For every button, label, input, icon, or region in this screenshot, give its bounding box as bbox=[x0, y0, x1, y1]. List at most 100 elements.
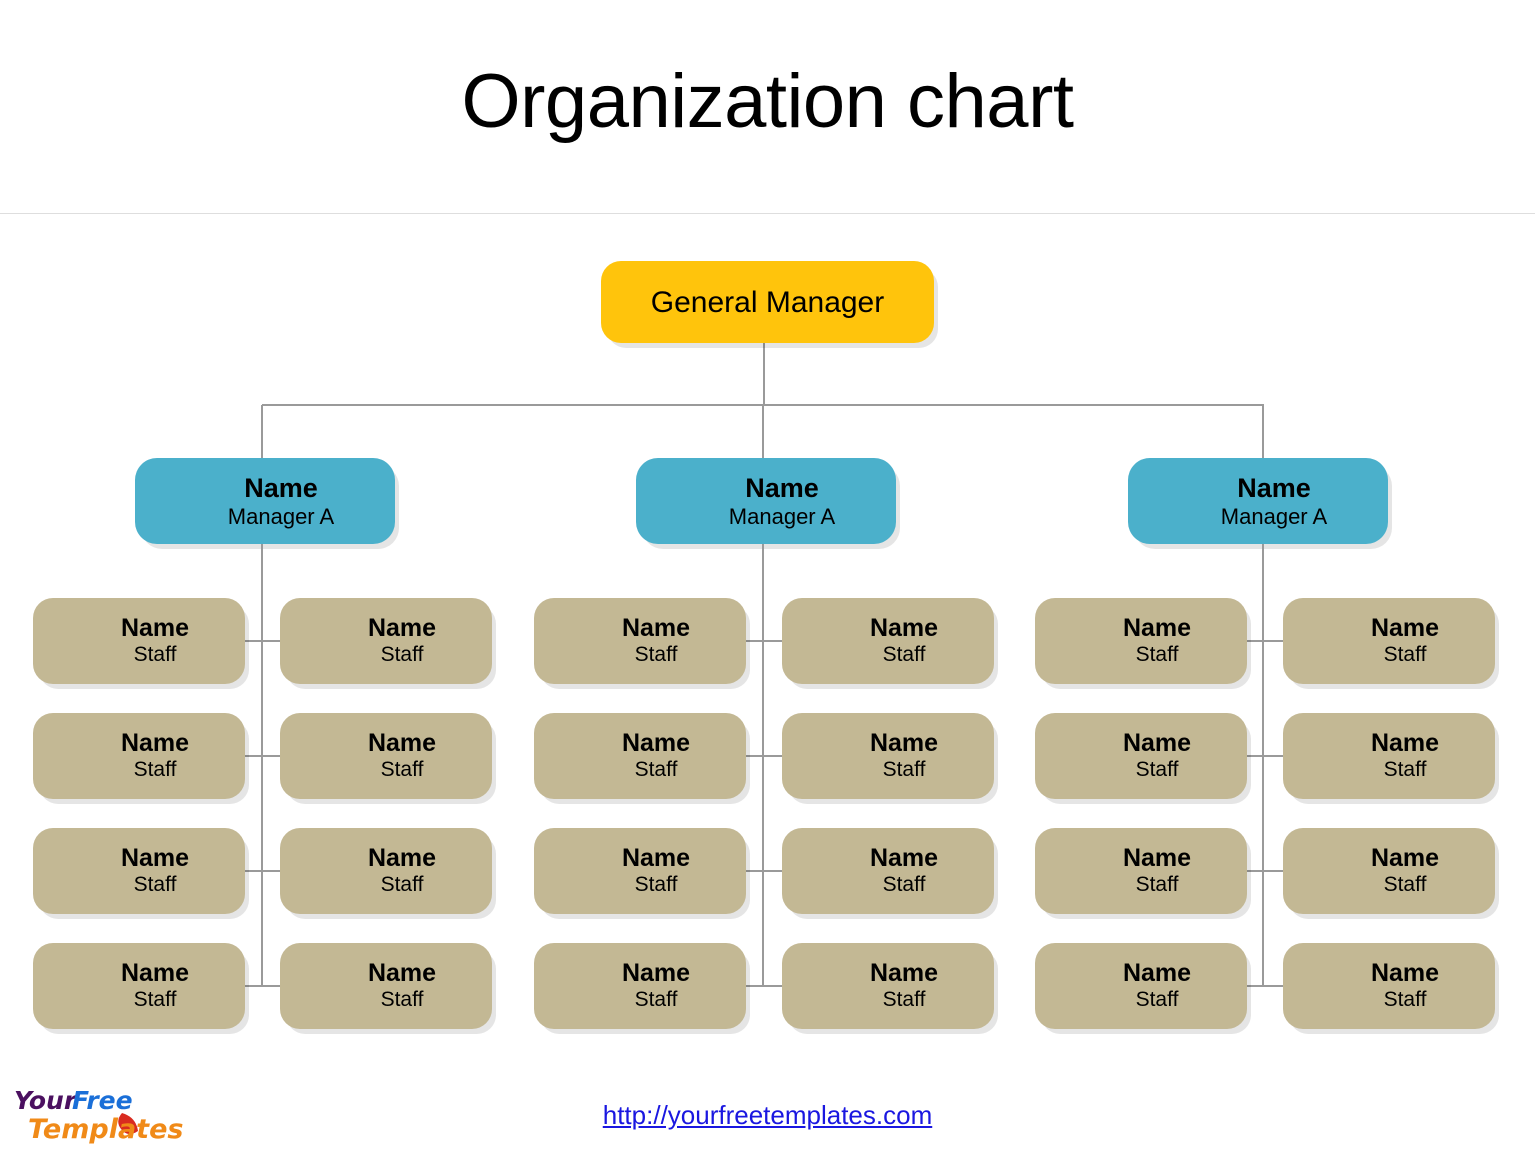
connector-bus-to-manager-1 bbox=[261, 405, 263, 460]
staff-role: Staff bbox=[133, 643, 177, 667]
node-staff-g1-r4-c1[interactable]: Name Staff bbox=[33, 943, 245, 1029]
staff-role: Staff bbox=[133, 758, 177, 782]
node-staff-g2-r3-c2[interactable]: Name Staff bbox=[782, 828, 994, 914]
node-staff-g2-r4-c2[interactable]: Name Staff bbox=[782, 943, 994, 1029]
staff-role: Staff bbox=[133, 873, 177, 897]
logo-word-your: Your bbox=[14, 1086, 78, 1115]
node-general-manager[interactable]: General Manager bbox=[601, 261, 934, 343]
node-staff-g2-r1-c1[interactable]: Name Staff bbox=[534, 598, 746, 684]
staff-name: Name bbox=[869, 959, 939, 988]
staff-role: Staff bbox=[1383, 643, 1427, 667]
node-staff-g1-r3-c2[interactable]: Name Staff bbox=[280, 828, 492, 914]
node-staff-g1-r1-c1[interactable]: Name Staff bbox=[33, 598, 245, 684]
staff-name: Name bbox=[869, 729, 939, 758]
connector-g3-r3-right bbox=[1263, 870, 1283, 872]
staff-name: Name bbox=[367, 844, 437, 873]
node-staff-g3-r3-c2[interactable]: Name Staff bbox=[1283, 828, 1495, 914]
staff-g3-r2-c2-text: Name Staff bbox=[1371, 729, 1439, 782]
manager-2-text: Name Manager A bbox=[729, 473, 835, 530]
staff-name: Name bbox=[621, 614, 691, 643]
node-staff-g3-r2-c1[interactable]: Name Staff bbox=[1035, 713, 1247, 799]
staff-g3-r4-c1-text: Name Staff bbox=[1123, 959, 1191, 1012]
staff-name: Name bbox=[621, 959, 691, 988]
logo-word-free: Free bbox=[72, 1086, 133, 1115]
staff-g1-r3-c2-text: Name Staff bbox=[368, 844, 436, 897]
logo-ribbon-icon bbox=[118, 1113, 138, 1135]
staff-g3-r4-c2-text: Name Staff bbox=[1371, 959, 1439, 1012]
node-staff-g3-r4-c2[interactable]: Name Staff bbox=[1283, 943, 1495, 1029]
staff-name: Name bbox=[1370, 729, 1440, 758]
connector-g1-r4-left bbox=[245, 985, 262, 987]
staff-name: Name bbox=[621, 729, 691, 758]
staff-name: Name bbox=[1370, 614, 1440, 643]
staff-g2-r4-c1-text: Name Staff bbox=[622, 959, 690, 1012]
node-staff-g2-r4-c1[interactable]: Name Staff bbox=[534, 943, 746, 1029]
node-staff-g1-r1-c2[interactable]: Name Staff bbox=[280, 598, 492, 684]
staff-name: Name bbox=[1370, 844, 1440, 873]
staff-role: Staff bbox=[634, 988, 678, 1012]
node-manager-3[interactable]: Name Manager A bbox=[1128, 458, 1388, 544]
node-staff-g1-r3-c1[interactable]: Name Staff bbox=[33, 828, 245, 914]
connector-g2-r3-left bbox=[746, 870, 763, 872]
staff-name: Name bbox=[367, 729, 437, 758]
staff-name: Name bbox=[1122, 959, 1192, 988]
staff-name: Name bbox=[367, 614, 437, 643]
node-staff-g3-r3-c1[interactable]: Name Staff bbox=[1035, 828, 1247, 914]
staff-g1-r2-c1-text: Name Staff bbox=[121, 729, 189, 782]
staff-g2-r3-c1-text: Name Staff bbox=[622, 844, 690, 897]
manager-3-text: Name Manager A bbox=[1221, 473, 1327, 530]
connector-g3-r4-left bbox=[1247, 985, 1263, 987]
node-staff-g1-r2-c2[interactable]: Name Staff bbox=[280, 713, 492, 799]
connector-g1-r1-left bbox=[245, 640, 262, 642]
staff-g2-r2-c1-text: Name Staff bbox=[622, 729, 690, 782]
staff-g1-r1-c2-text: Name Staff bbox=[368, 614, 436, 667]
manager-1-role: Manager A bbox=[227, 503, 335, 529]
staff-name: Name bbox=[869, 614, 939, 643]
staff-role: Staff bbox=[882, 758, 926, 782]
node-staff-g1-r2-c1[interactable]: Name Staff bbox=[33, 713, 245, 799]
connector-g1-r4-right bbox=[262, 985, 280, 987]
node-manager-1[interactable]: Name Manager A bbox=[135, 458, 395, 544]
connector-g2-r4-left bbox=[746, 985, 763, 987]
staff-role: Staff bbox=[882, 988, 926, 1012]
node-staff-g3-r1-c2[interactable]: Name Staff bbox=[1283, 598, 1495, 684]
node-staff-g3-r1-c1[interactable]: Name Staff bbox=[1035, 598, 1247, 684]
staff-role: Staff bbox=[882, 643, 926, 667]
staff-g3-r1-c2-text: Name Staff bbox=[1371, 614, 1439, 667]
logo-word-templates: Templates bbox=[28, 1114, 183, 1145]
node-staff-g2-r2-c2[interactable]: Name Staff bbox=[782, 713, 994, 799]
staff-g2-r3-c2-text: Name Staff bbox=[870, 844, 938, 897]
node-staff-g2-r3-c1[interactable]: Name Staff bbox=[534, 828, 746, 914]
node-staff-g2-r1-c2[interactable]: Name Staff bbox=[782, 598, 994, 684]
node-staff-g3-r2-c2[interactable]: Name Staff bbox=[1283, 713, 1495, 799]
page-title: Organization chart bbox=[461, 59, 1075, 144]
connector-g3-r3-left bbox=[1247, 870, 1263, 872]
connector-g1-r1-right bbox=[262, 640, 280, 642]
staff-role: Staff bbox=[1135, 758, 1179, 782]
staff-name: Name bbox=[120, 844, 190, 873]
connector-g3-r1-right bbox=[1263, 640, 1283, 642]
node-staff-g2-r2-c1[interactable]: Name Staff bbox=[534, 713, 746, 799]
staff-role: Staff bbox=[1135, 873, 1179, 897]
title-divider bbox=[0, 213, 1535, 214]
connector-g3-r1-left bbox=[1247, 640, 1263, 642]
node-staff-g1-r4-c2[interactable]: Name Staff bbox=[280, 943, 492, 1029]
staff-role: Staff bbox=[1383, 758, 1427, 782]
connector-bus-to-manager-2 bbox=[762, 405, 764, 460]
staff-name: Name bbox=[621, 844, 691, 873]
staff-name: Name bbox=[1122, 729, 1192, 758]
staff-role: Staff bbox=[1135, 643, 1179, 667]
yourfreetemplates-logo: Your Free Templates bbox=[10, 1083, 215, 1145]
connector-group-1-spine bbox=[261, 544, 263, 986]
staff-role: Staff bbox=[634, 758, 678, 782]
staff-name: Name bbox=[1122, 614, 1192, 643]
staff-g1-r4-c1-text: Name Staff bbox=[121, 959, 189, 1012]
staff-role: Staff bbox=[133, 988, 177, 1012]
node-manager-2[interactable]: Name Manager A bbox=[636, 458, 896, 544]
staff-g1-r4-c2-text: Name Staff bbox=[368, 959, 436, 1012]
node-staff-g3-r4-c1[interactable]: Name Staff bbox=[1035, 943, 1247, 1029]
footer-url-link[interactable]: http://yourfreetemplates.com bbox=[602, 1100, 933, 1130]
connector-g1-r2-right bbox=[262, 755, 280, 757]
connector-g2-r1-left bbox=[746, 640, 763, 642]
